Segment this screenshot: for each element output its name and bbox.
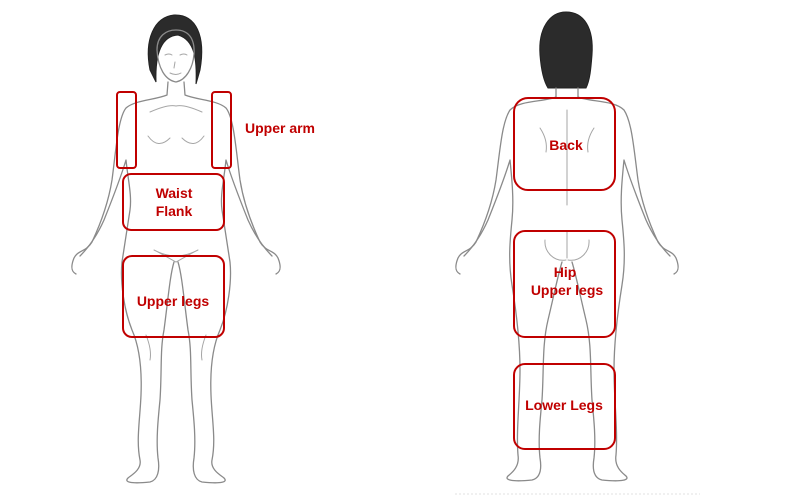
- hip-upper-legs-zone: [513, 230, 616, 338]
- front-torso-details: [147, 105, 205, 257]
- front-body-left-outline: [71, 81, 169, 275]
- lower-legs-zone: [513, 363, 616, 450]
- back-body-right-outline: [577, 96, 679, 275]
- back-zone: [513, 97, 616, 191]
- back-zone-back: Back: [513, 97, 616, 191]
- front-zone-upper-legs: Upper legs: [122, 255, 225, 338]
- upper-arm-zone-left: [116, 91, 137, 169]
- back-upper-legs-label: Upper legs: [531, 282, 604, 298]
- back-zone-hip-upper-legs: Hip Upper legs: [513, 230, 616, 338]
- upper-arm-zone-right: [211, 91, 232, 169]
- hip-label: Hip: [554, 264, 577, 280]
- front-head: [156, 29, 195, 83]
- back-zone-lower-legs: Lower Legs: [513, 363, 616, 450]
- back-hair: [539, 11, 593, 89]
- front-left-limb-outline: [79, 159, 175, 484]
- front-face: [164, 53, 188, 75]
- back-body-figure: [455, 11, 679, 482]
- back-neck: [555, 87, 579, 98]
- front-zone-upper-arm: Upper arm: [116, 91, 315, 169]
- flank-label: Flank: [156, 203, 193, 219]
- front-right-limb-outline: [177, 159, 273, 484]
- back-right-limb-outline: [571, 159, 671, 482]
- front-zone-waist-flank: Waist Flank: [122, 173, 225, 231]
- back-label: Back: [549, 137, 583, 153]
- waist-label: Waist: [156, 185, 193, 201]
- back-buttocks: [544, 231, 590, 261]
- back-body-left-outline: [455, 96, 557, 275]
- front-body-figure: [71, 14, 281, 484]
- front-body-right-outline: [183, 81, 281, 275]
- lower-legs-label: Lower Legs: [525, 397, 603, 413]
- waist-flank-zone: [122, 173, 225, 231]
- front-upper-legs-label: Upper legs: [137, 293, 210, 309]
- front-upper-legs-zone: [122, 255, 225, 338]
- upper-arm-label: Upper arm: [245, 120, 315, 136]
- front-hair: [147, 14, 203, 85]
